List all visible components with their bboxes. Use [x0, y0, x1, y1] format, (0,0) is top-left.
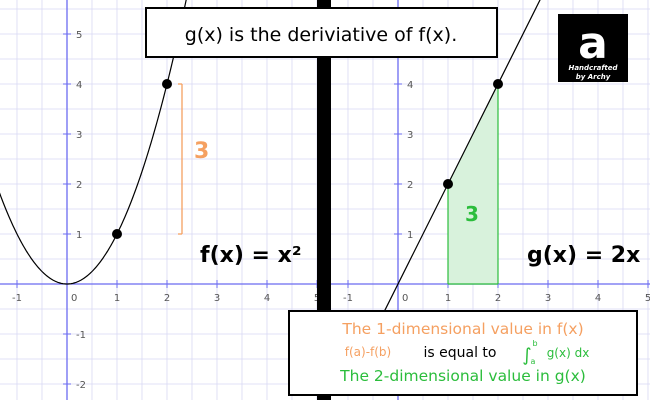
caption-line3: The 2-dimensional value in g(x) — [339, 367, 586, 385]
left-grid — [0, 0, 318, 400]
left-x-tick-label: 2 — [164, 293, 170, 304]
logo-line2: by Archy — [576, 73, 611, 81]
right-origin-label: 0 — [402, 293, 408, 304]
g-function-label: g(x) = 2x — [527, 243, 640, 268]
caption-is-equal-to: is equal to — [424, 345, 497, 361]
caption-integral-sign: ∫ — [522, 345, 531, 366]
left-y-tick-label: 5 — [76, 30, 82, 41]
area-label: 3 — [465, 202, 479, 226]
caption-box — [288, 310, 638, 396]
caption-fa-fb: f(a)-f(b) — [345, 345, 391, 359]
left-x-tick-label: 4 — [264, 293, 270, 304]
left-y-tick-label: -2 — [76, 380, 86, 391]
caption-gx-dx: g(x) dx — [547, 346, 590, 360]
left-y-tick-label: 3 — [76, 130, 82, 141]
logo-letter: a — [578, 18, 608, 69]
g-point — [443, 179, 453, 189]
right-y-tick-label: 2 — [407, 180, 413, 191]
title-text: g(x) is the deriviative of f(x). — [185, 24, 457, 46]
curve-points — [112, 79, 503, 239]
left-x-tick-label: 1 — [114, 293, 120, 304]
right-x-tick-label: 2 — [495, 293, 501, 304]
left-y-tick-label: 2 — [76, 180, 82, 191]
g-point — [493, 79, 503, 89]
vertical-span-label: 3 — [194, 139, 209, 164]
logo-line1: Handcrafted — [568, 64, 618, 72]
right-y-tick-label: 1 — [407, 230, 413, 241]
right-y-tick-label: 4 — [407, 80, 413, 91]
right-x-tick-label: 5 — [645, 293, 650, 304]
f-point — [112, 229, 122, 239]
f-point — [162, 79, 172, 89]
left-x-tick-label: -1 — [12, 293, 22, 304]
right-x-tick-label: 3 — [545, 293, 551, 304]
center-divider — [317, 0, 331, 400]
right-y-tick-label: 3 — [407, 130, 413, 141]
right-x-tick-label: -1 — [343, 293, 353, 304]
area-under-g — [448, 84, 498, 284]
left-origin-label: 0 — [71, 293, 77, 304]
left-y-tick-label: 4 — [76, 80, 82, 91]
vertical-span-bracket — [178, 83, 183, 235]
right-x-tick-label: 4 — [595, 293, 601, 304]
caption-line1: The 1-dimensional value in f(x) — [341, 320, 583, 338]
left-x-tick-label: 3 — [214, 293, 220, 304]
left-y-tick-label: 1 — [76, 230, 82, 241]
f-function-label: f(x) = x² — [200, 243, 301, 268]
logo-box — [558, 14, 628, 82]
g-line — [372, 0, 541, 335]
caption-integral-lower: a — [531, 357, 536, 366]
left-y-tick-label: -1 — [76, 330, 86, 341]
right-x-tick-label: 1 — [445, 293, 451, 304]
title-box — [145, 7, 498, 58]
caption-integral-upper: b — [532, 339, 537, 348]
